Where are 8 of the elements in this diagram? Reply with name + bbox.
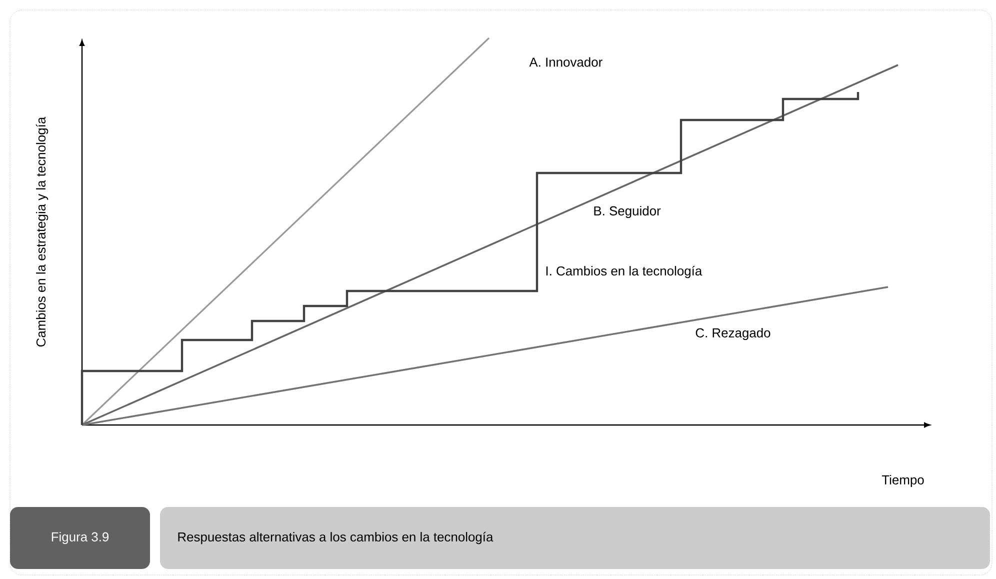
line-label: A. Innovador [529,57,602,67]
line-label: C. Rezagado [696,328,770,340]
line-label: B. Seguidor [594,206,661,218]
line-label: I. Cambios en la tecnología [546,266,702,278]
axis-label: Cambios en la estrategia y la tecnología [36,116,48,347]
figure-number-box: Figura 3.9 [10,507,150,569]
axis-label: Tiempo [882,474,924,488]
caption-box: Respuestas alternativas a los cambios en la tecnología [160,507,990,569]
